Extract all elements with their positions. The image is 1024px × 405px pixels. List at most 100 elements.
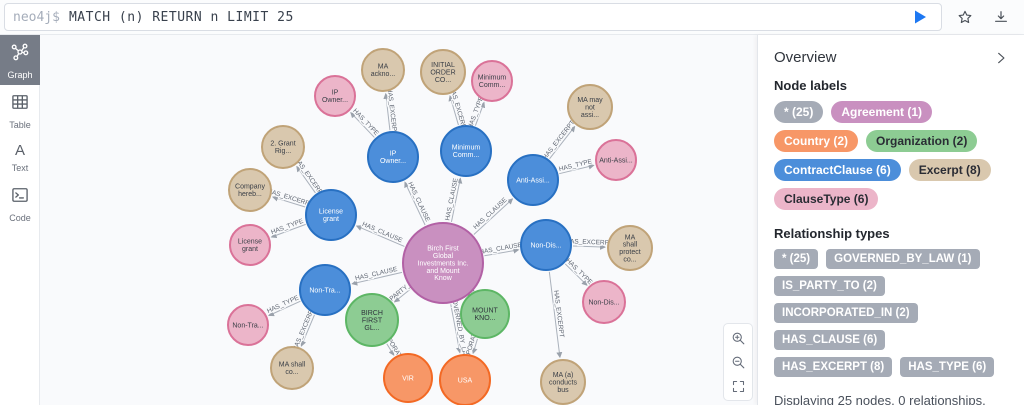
relationship-type-pill[interactable]: IS_PARTY_TO (2) xyxy=(774,276,885,296)
download-icon xyxy=(995,11,1007,22)
graph-edge[interactable]: HAS_CLAUSE xyxy=(404,180,432,226)
sidebar-tab-label: Graph xyxy=(7,70,33,80)
graph-node-ct-anti[interactable]: Anti-Assi... xyxy=(595,139,637,181)
graph-node-ct-nondis[interactable]: Non-Dis... xyxy=(582,280,626,324)
relationship-type-pill[interactable]: HAS_EXCERPT (8) xyxy=(774,357,893,377)
graph-edge[interactable]: HAS_TYPE xyxy=(466,94,487,131)
node-caption: Anti-Assi... xyxy=(599,157,633,164)
graph-edge[interactable]: HAS_TYPE xyxy=(269,216,306,239)
graph-edge[interactable]: HAS_TYPE xyxy=(557,157,595,174)
relationship-type-pill[interactable]: * (25) xyxy=(774,249,819,269)
cypher-query-text[interactable]: MATCH (n) RETURN n LIMIT 25 xyxy=(68,9,294,25)
edge-label: HAS_CLAUSE xyxy=(444,177,460,221)
relationship-types-list: * (25) GOVERNED_BY_LAW (1) IS_PARTY_TO (2)… xyxy=(774,249,1008,377)
code-icon xyxy=(10,185,30,210)
node-caption: USA xyxy=(458,377,473,384)
query-bar: neo4j$ MATCH (n) RETURN n LIMIT 25 xyxy=(0,0,1024,35)
graph-edge[interactable]: HAS_CLAUSE xyxy=(351,265,403,286)
node-label-pill[interactable]: Agreement (1) xyxy=(831,101,933,123)
sidebar-tab-graph[interactable]: Graph xyxy=(0,35,40,85)
sidebar-tab-label: Table xyxy=(9,120,31,130)
zoom-out-button[interactable] xyxy=(725,350,751,374)
zoom-in-icon xyxy=(732,332,744,344)
graph-edge[interactable]: HAS_EXCERPT xyxy=(564,237,614,250)
graph-edge[interactable]: HAS_CLAUSE xyxy=(471,195,514,235)
sidebar-tab-code[interactable]: Code xyxy=(0,178,40,228)
cypher-editor[interactable]: neo4j$ MATCH (n) RETURN n LIMIT 25 xyxy=(4,3,942,31)
fit-to-screen-button[interactable] xyxy=(725,374,751,398)
relationship-type-pill[interactable]: HAS_CLAUSE (6) xyxy=(774,330,886,350)
graph-edge[interactable]: HAS_EXCERPT xyxy=(540,118,577,162)
node-label-pill[interactable]: Country (2) xyxy=(774,130,858,152)
graph-edge[interactable]: HAS_TYPE xyxy=(563,256,595,288)
graph-node-cc-anti[interactable]: Anti-Assi... xyxy=(507,154,559,206)
node-labels-list: * (25) Agreement (1) Country (2) Organizati… xyxy=(774,101,1008,210)
run-query-button[interactable] xyxy=(907,5,933,29)
graph-node-country-vir[interactable]: VIR xyxy=(383,353,433,403)
graph-edge[interactable]: HAS_CLAUSE xyxy=(355,220,405,247)
fit-to-screen-icon xyxy=(732,380,744,392)
panel-title: Overview xyxy=(774,49,837,66)
node-caption: Non-Tra... xyxy=(309,287,340,294)
graph-node-ct-nontra[interactable]: Non-Tra... xyxy=(227,304,269,346)
graph-edge[interactable]: HAS_EXCERPT xyxy=(383,86,399,137)
result-status-text: Displaying 25 nodes, 0 relationships. xyxy=(774,393,986,405)
sidebar-tab-table[interactable]: Table xyxy=(0,85,40,135)
play-icon xyxy=(915,10,926,24)
node-caption: VIR xyxy=(402,375,414,382)
node-label-pill[interactable]: ClauseType (6) xyxy=(774,188,879,210)
edge-label: HAS_CLAUSE xyxy=(472,196,509,231)
node-label-pill[interactable]: ContractClause (6) xyxy=(774,159,901,181)
graph-edge[interactable]: HAS_EXCERPT xyxy=(548,271,566,359)
node-label-pill[interactable]: * (25) xyxy=(774,101,824,123)
graph-edge[interactable]: HAS_TYPE xyxy=(350,106,381,138)
relationship-type-pill[interactable]: HAS_TYPE (6) xyxy=(900,357,995,377)
collapse-chevron-icon[interactable] xyxy=(994,51,1008,65)
node-labels-heading: Node labels xyxy=(774,78,847,93)
graph-node-country-usa[interactable]: USA xyxy=(439,354,491,405)
graph-edge[interactable]: HAS_CLAUSE xyxy=(478,240,525,257)
download-button[interactable] xyxy=(988,4,1014,30)
zoom-in-button[interactable] xyxy=(725,326,751,350)
graph-node-cc-nondis[interactable]: Non-Dis... xyxy=(520,219,572,271)
graph-edge[interactable]: HAS_CLAUSE xyxy=(443,176,463,222)
node-label-pill[interactable]: Excerpt (8) xyxy=(908,159,991,181)
relationship-type-pill[interactable]: GOVERNED_BY_LAW (1) xyxy=(826,249,980,269)
relationship-type-pill[interactable]: INCORPORATED_IN (2) xyxy=(774,303,918,323)
graph-edge[interactable]: HAS_TYPE xyxy=(265,293,302,316)
edge-label: HAS_EXCERPT xyxy=(542,119,577,161)
favorite-button[interactable] xyxy=(952,4,978,30)
graph-node-cc-nontra[interactable]: Non-Tra... xyxy=(299,264,351,316)
node-label-pill[interactable]: Organization (2) xyxy=(866,130,978,152)
